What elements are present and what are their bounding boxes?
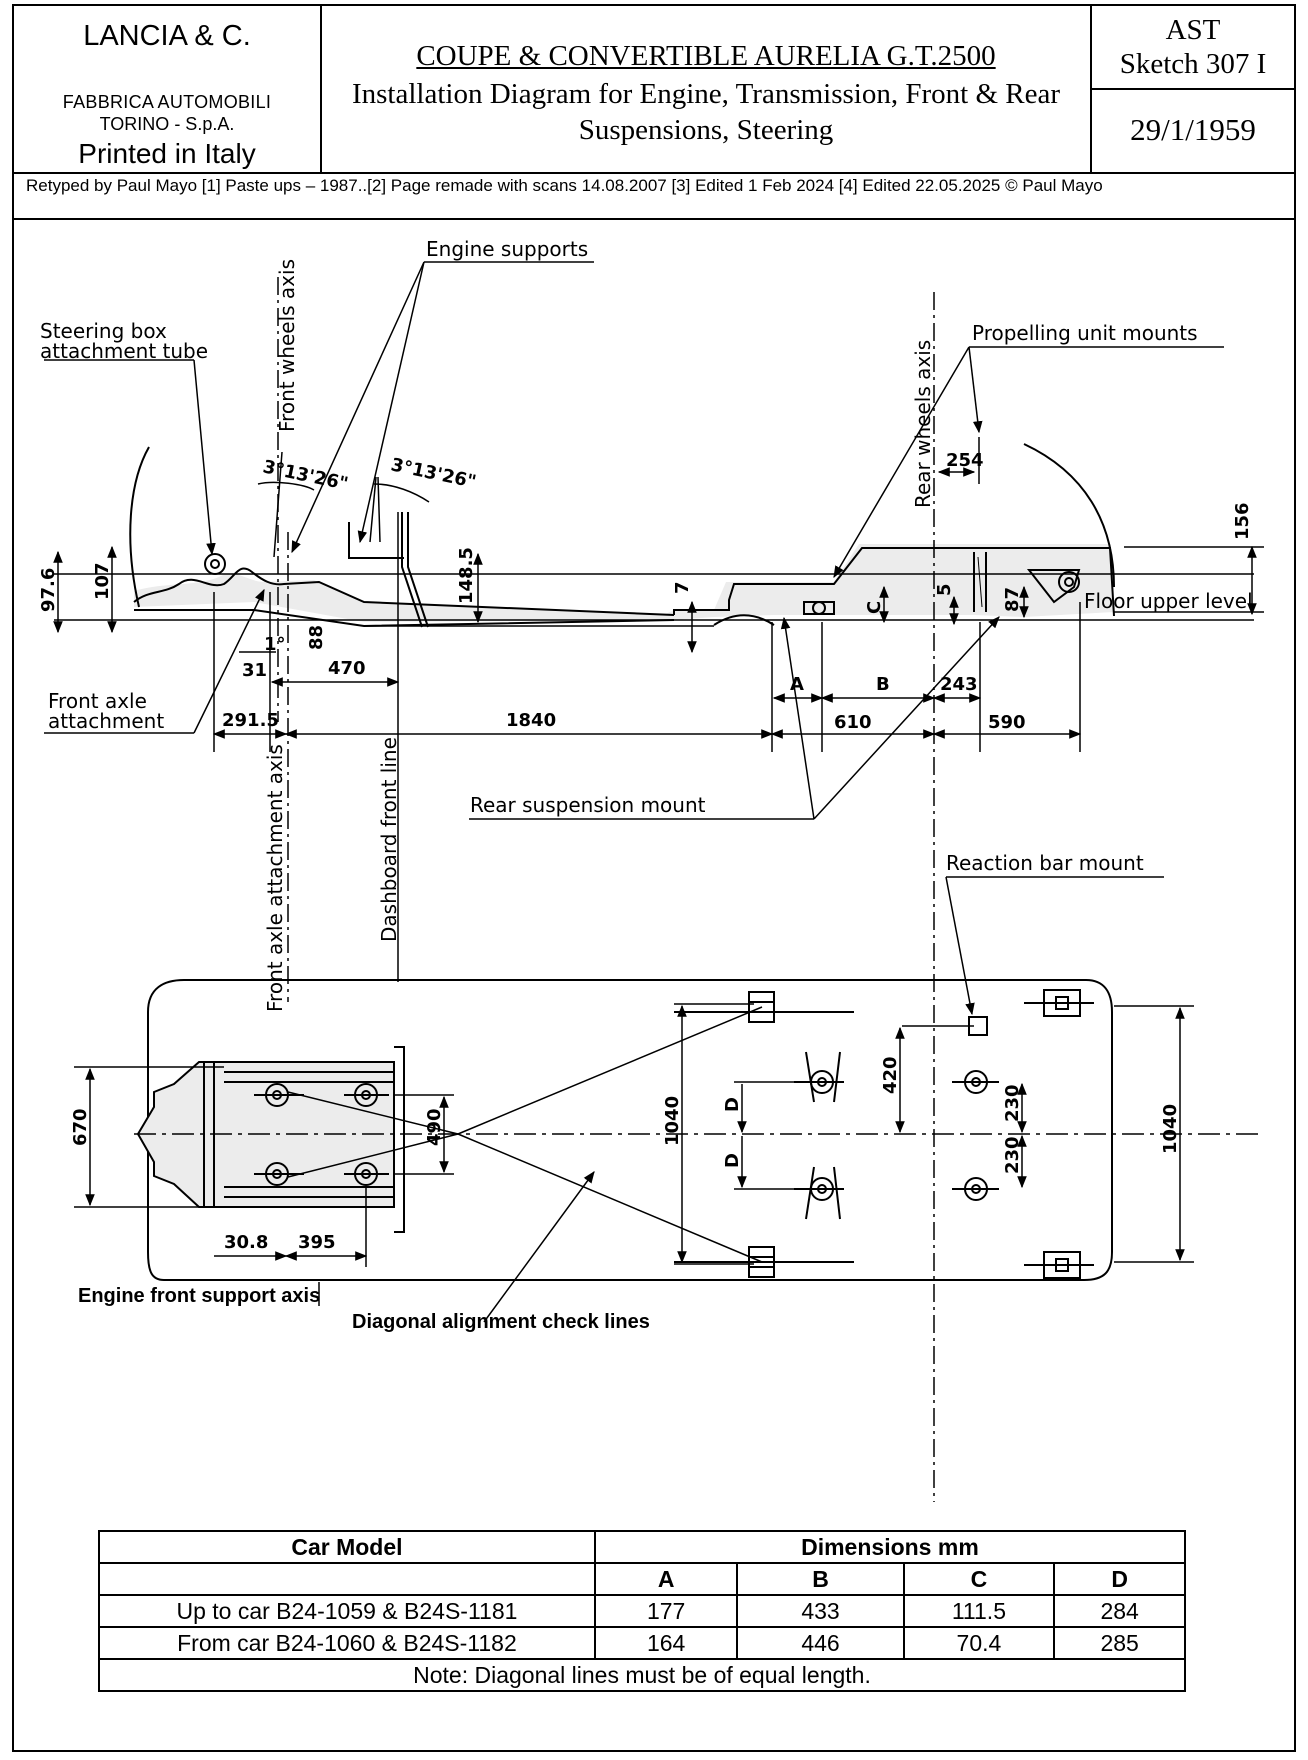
dim-5: 5 [934, 583, 955, 596]
dim-243: 243 [940, 674, 978, 695]
dim-470: 470 [328, 658, 366, 679]
label-front-axle-2: attachment [48, 709, 164, 733]
label-propelling-unit-mounts: Propelling unit mounts [972, 321, 1198, 345]
title-cell: COUPE & CONVERTIBLE AURELIA G.T.2500 Ins… [322, 6, 1092, 172]
document-page: LANCIA & C. FABBRICA AUTOMOBILI TORINO -… [12, 4, 1296, 1752]
cell-a: 164 [593, 1626, 739, 1660]
dim-d-lower: D [722, 1153, 743, 1168]
plan-view [136, 979, 1113, 1281]
dim-angle-2: 3°13'26" [389, 454, 478, 493]
side-view-labels: Engine supports Steering box attachment … [40, 237, 1253, 1333]
dim-148-5: 148.5 [456, 547, 477, 604]
header-dimensions: Dimensions mm [593, 1530, 1187, 1564]
dim-230-lower: 230 [1002, 1136, 1023, 1174]
label-front-wheels-axis: Front wheels axis [275, 259, 299, 432]
subheader-d: D [1053, 1562, 1186, 1596]
label-rear-wheels-axis: Rear wheels axis [911, 340, 935, 508]
factory-line-2: TORINO - S.p.A. [99, 114, 235, 134]
credits-line: Retyped by Paul Mayo [1] Paste ups – 198… [14, 172, 1294, 220]
label-dashboard-front-line: Dashboard front line [377, 737, 401, 942]
label-front-axle-attachment-axis: Front axle attachment axis [263, 744, 287, 1012]
dim-d-upper: D [722, 1097, 743, 1112]
label-engine-supports: Engine supports [426, 237, 588, 261]
dim-1040-left: 1040 [662, 1096, 683, 1146]
label-diagonal-check-lines: Diagonal alignment check lines [352, 1311, 650, 1333]
dim-610: 610 [834, 712, 872, 733]
dim-420: 420 [880, 1056, 901, 1094]
dim-1040-right: 1040 [1160, 1104, 1181, 1154]
dim-1840: 1840 [506, 710, 556, 731]
reference-cell: AST Sketch 307 I 29/1/1959 [1092, 6, 1294, 172]
title-block: LANCIA & C. FABBRICA AUTOMOBILI TORINO -… [14, 6, 1294, 174]
dim-97-6: 97.6 [38, 568, 59, 612]
subheader-a: A [593, 1562, 739, 1596]
dim-670: 670 [70, 1108, 91, 1146]
plan-view-lines [74, 1003, 1264, 1323]
plan-view-dim-values: 670 490 1040 D D 420 230 230 1040 30.8 3… [70, 1056, 1181, 1253]
cell-b: 433 [736, 1594, 905, 1628]
dim-254: 254 [946, 450, 984, 471]
table-row: Up to car B24-1059 & B24S-1181 177 433 1… [98, 1594, 1186, 1628]
dim-angle-1: 3°13'26" [261, 456, 350, 495]
sketch-code-box: AST Sketch 307 I [1092, 6, 1294, 90]
cell-b: 446 [736, 1626, 905, 1660]
label-front-axle-1: Front axle [48, 689, 147, 713]
cell-a: 177 [593, 1594, 739, 1628]
cell-d: 285 [1053, 1626, 1186, 1660]
cell-model: From car B24-1060 & B24S-1182 [98, 1626, 596, 1660]
label-engine-front-support-axis: Engine front support axis [78, 1285, 320, 1307]
dim-b: B [876, 674, 890, 695]
dim-c: C [864, 601, 885, 614]
label-steering-box-2: attachment tube [40, 339, 208, 363]
subheader-b: B [736, 1562, 905, 1596]
side-view-dim-values: 3°13'26" 3°13'26" 254 156 97.6 107 148.5… [38, 450, 1253, 733]
dim-107: 107 [92, 562, 113, 600]
cell-model: Up to car B24-1059 & B24S-1181 [98, 1594, 596, 1628]
table-row: From car B24-1060 & B24S-1182 164 446 70… [98, 1626, 1186, 1660]
factory-line-1: FABBRICA AUTOMOBILI [62, 92, 272, 112]
label-rear-suspension-mount: Rear suspension mount [470, 793, 706, 817]
dim-30-8: 30.8 [224, 1232, 268, 1253]
cell-c: 70.4 [902, 1626, 1056, 1660]
dim-1-degree: 1° [264, 634, 286, 655]
dim-a: A [790, 674, 804, 695]
printed-in: Printed in Italy [78, 138, 256, 169]
cell-d: 284 [1053, 1594, 1186, 1628]
label-floor-upper-level: Floor upper level [1084, 589, 1253, 613]
side-view [129, 443, 1115, 628]
label-steering-box-1: Steering box [40, 319, 167, 343]
label-reaction-bar-mount: Reaction bar mount [946, 851, 1144, 875]
sketch-code-line-1: AST [1165, 14, 1221, 46]
subheader-blank [98, 1562, 596, 1596]
side-view-axes [54, 277, 1264, 1502]
dim-590: 590 [988, 712, 1026, 733]
dim-156: 156 [1232, 502, 1253, 540]
document-date: 29/1/1959 [1130, 112, 1256, 147]
sketch-code-line-2: Sketch 307 I [1119, 48, 1267, 80]
dim-230-upper: 230 [1002, 1084, 1023, 1122]
dim-31: 31 [242, 660, 267, 681]
dim-395: 395 [298, 1232, 336, 1253]
dim-490: 490 [424, 1108, 445, 1146]
manufacturer-cell: LANCIA & C. FABBRICA AUTOMOBILI TORINO -… [14, 6, 322, 172]
document-subtitle: Installation Diagram for Engine, Transmi… [351, 78, 1060, 146]
dimensions-table: Car Model Dimensions mm A B C D Up to ca… [98, 1530, 1187, 1692]
company-name: LANCIA & C. [83, 20, 251, 52]
table-note: Note: Diagonal lines must be of equal le… [98, 1658, 1186, 1692]
header-car-model: Car Model [98, 1530, 596, 1564]
installation-drawing: Engine supports Steering box attachment … [38, 237, 1264, 1502]
side-view-dimensions [53, 467, 1257, 739]
dim-291-5: 291.5 [222, 710, 279, 731]
cell-c: 111.5 [902, 1594, 1056, 1628]
dim-7: 7 [672, 581, 693, 594]
document-title: COUPE & CONVERTIBLE AURELIA G.T.2500 [416, 40, 996, 72]
side-view-leaders [44, 261, 1224, 1016]
dim-87: 87 [1002, 587, 1023, 612]
subheader-c: C [902, 1562, 1056, 1596]
dim-88: 88 [306, 625, 327, 650]
